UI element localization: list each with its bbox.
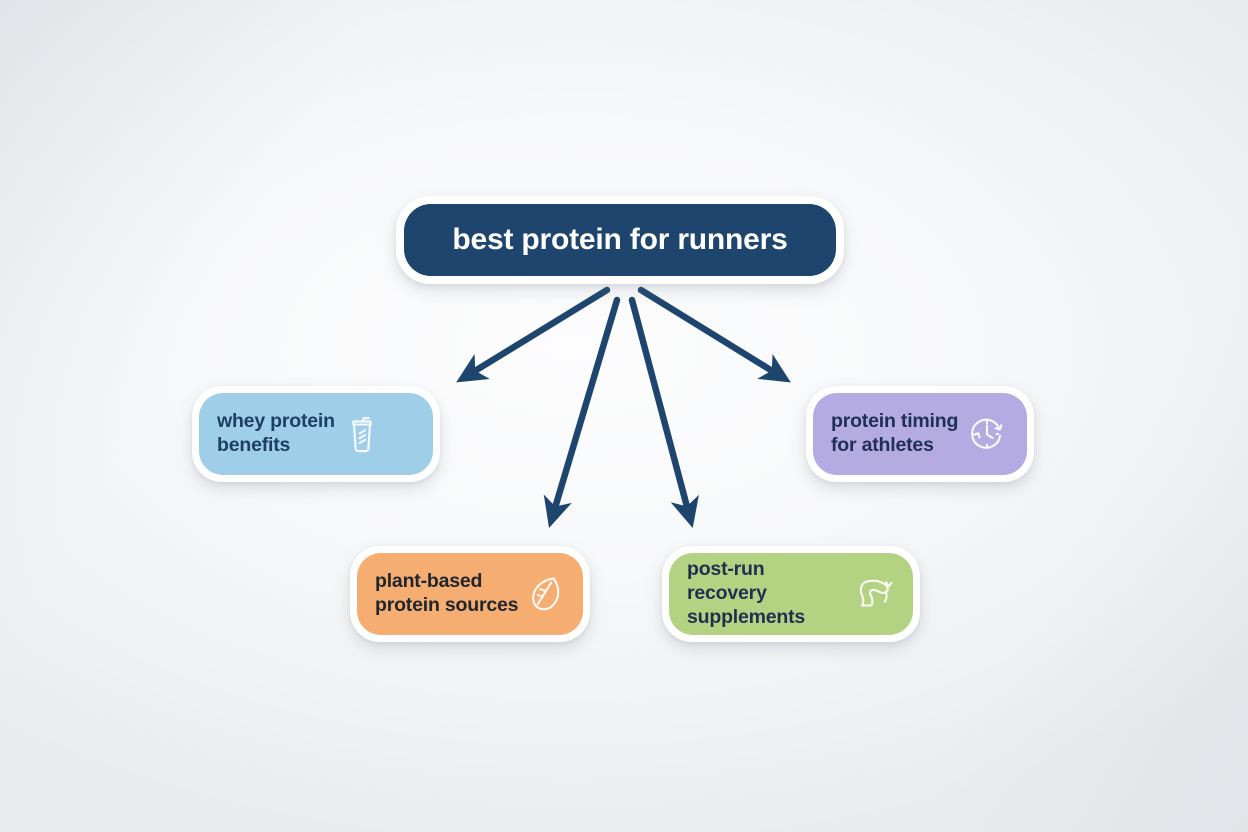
child-node-timing-body: protein timing for athletes [813,393,1027,475]
child-node-recovery-label: post-run recovery supplements [687,558,806,628]
root-node-label: best protein for runners [452,222,788,256]
connector-root-to-whey [456,286,611,383]
root-node[interactable]: best protein for runners [396,196,844,284]
child-node-plant-label: plant-based protein sources [375,570,519,616]
clock-history-icon [971,418,1003,449]
root-node-body: best protein for runners [404,204,836,276]
child-node-timing[interactable]: protein timing for athletes [806,386,1034,482]
child-node-whey-label: whey protein benefits [217,410,335,456]
child-node-recovery[interactable]: post-run recovery supplements [662,546,920,642]
child-node-timing-label: protein timing for athletes [831,410,959,456]
connector-root-to-timing [637,286,791,383]
child-node-whey[interactable]: whey protein benefits [192,386,440,482]
connector-root-to-plant [543,296,621,528]
child-node-whey-body: whey protein benefits [199,393,433,475]
child-node-plant[interactable]: plant-based protein sources [350,546,590,642]
child-node-plant-body: plant-based protein sources [357,553,583,635]
leaf-icon [532,577,560,611]
connector-root-to-recovery [628,296,699,529]
child-node-recovery-body: post-run recovery supplements [669,553,913,635]
shaker-bottle-icon [352,417,372,453]
flexed-bicep-icon [859,579,893,607]
